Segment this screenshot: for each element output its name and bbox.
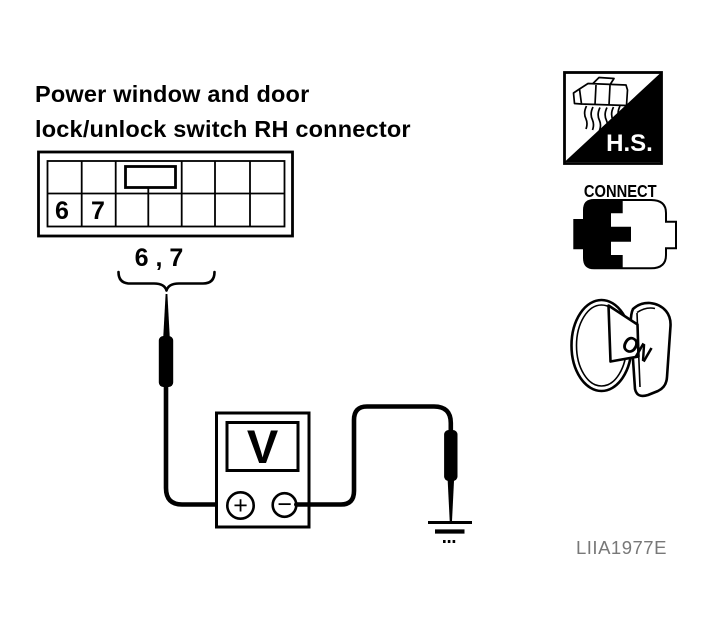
ground-probe-handle [444,430,458,481]
voltmeter: V + − [215,411,311,529]
connector-latch-slot [124,165,177,189]
key-head [629,301,672,398]
connect-icon-label: CONNECT [584,181,657,201]
negative-lead-wire [294,404,454,507]
probe-needle [163,294,170,338]
connect-icon [573,199,677,270]
voltmeter-display-label: V [247,420,279,473]
connector-pin-6: 6 [55,197,69,225]
connect-icon-caption: CONNECT [570,181,671,202]
ground-probe [444,430,458,521]
connect-icon-plug-half [574,200,631,269]
connector-face [37,150,294,238]
terminal-group-label: 6 , 7 [135,244,184,272]
figure-title: Power window and door lock/unlock switch… [35,77,411,147]
probe-handle [158,336,174,387]
figure-code: LIIA1977E [576,537,667,558]
connector-sketch-icon [572,76,629,131]
underbrace [117,270,216,292]
hs-icon-label: H.S. [606,130,653,157]
voltmeter-display [225,421,300,472]
figure-title-line2: lock/unlock switch RH connector [35,116,411,142]
positive-terminal-symbol: + [233,492,248,520]
connector-pin-7: 7 [91,197,105,225]
ground-probe-needle [447,479,455,521]
positive-probe [158,294,174,387]
negative-terminal-symbol: − [277,491,292,519]
ground-symbol [428,521,472,543]
connector-grid [47,161,285,227]
key-flag [607,304,640,363]
figure-title-line1: Power window and door [35,81,310,107]
ignition-on-icon: ON [570,298,672,398]
positive-lead-wire [163,383,230,507]
positive-terminal [226,490,256,520]
hs-icon: H.S. [563,71,663,165]
